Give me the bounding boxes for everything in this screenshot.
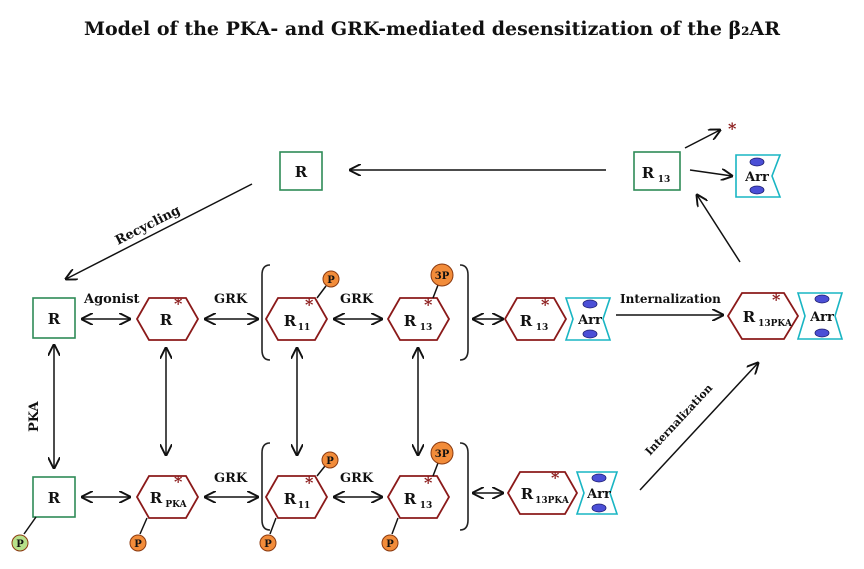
svg-text:P: P (16, 539, 24, 550)
svg-text:R: R (295, 163, 308, 181)
svg-text:11: 11 (298, 501, 311, 511)
svg-text:P: P (327, 275, 335, 286)
receptor-inactive: R (32, 297, 76, 339)
svg-text:P: P (326, 456, 334, 467)
bracket-right-bottom (459, 442, 469, 531)
svg-text:13: 13 (536, 323, 549, 333)
arrow-internalization-diag (639, 363, 758, 491)
svg-text:P: P (264, 539, 272, 550)
grk-label-4: GRK (340, 471, 374, 486)
svg-text:Arr: Arr (744, 170, 769, 185)
svg-text:*: * (772, 290, 781, 309)
diagram-title: Model of the PKA- and GRK-mediated desen… (83, 18, 781, 40)
receptor-rpka-hexagon: R PKA * P (129, 472, 200, 552)
phospho-grk-r11: P (316, 270, 340, 299)
svg-text:*: * (541, 295, 550, 314)
svg-text:13: 13 (420, 501, 433, 511)
bracket-left-top (261, 264, 271, 361)
svg-text:3P: 3P (435, 449, 450, 460)
receptor-active-hexagon: R * (135, 294, 200, 341)
svg-text:13PKA: 13PKA (535, 496, 570, 506)
svg-text:R: R (48, 489, 61, 507)
internalization-label-top: Internalization (620, 292, 721, 306)
svg-text:13: 13 (658, 175, 671, 185)
svg-text:*: * (174, 472, 183, 491)
receptor-r13-hexagon: R 13 * (386, 295, 451, 341)
receptor-r13-pka-hexagon: R 13 * 3P P (381, 441, 454, 552)
receptor-r13pka-arrestin-hexagon: R 13PKA * (726, 290, 800, 340)
svg-text:R: R (404, 312, 417, 330)
svg-text:R: R (284, 312, 297, 330)
grk-label-1: GRK (214, 292, 248, 307)
grk-label-3: GRK (214, 471, 248, 486)
arrow-to-star (684, 130, 720, 149)
arrow-to-arrestin (689, 170, 732, 176)
svg-text:R: R (520, 312, 533, 330)
svg-text:*: * (305, 295, 314, 314)
receptor-r13-released: R 13 (633, 151, 681, 191)
svg-text:13: 13 (420, 323, 433, 333)
receptor-r13-arrestin-hexagon: R 13 * (503, 295, 568, 341)
agonist-released-star: * (728, 119, 737, 138)
arrestin-released: Arr (735, 154, 782, 198)
grk-label-2: GRK (340, 292, 374, 307)
arrestin-bound-2: Arr (575, 471, 619, 515)
recycling-label: Recycling (113, 203, 183, 249)
svg-text:Arr: Arr (586, 487, 611, 502)
agonist-label: Agonist (83, 292, 140, 307)
arrow-complex-dissociation (697, 195, 741, 263)
svg-text:R: R (521, 485, 534, 503)
svg-text:PKA: PKA (165, 500, 187, 510)
svg-text:*: * (424, 295, 433, 314)
svg-text:*: * (551, 468, 560, 487)
svg-text:*: * (174, 294, 183, 313)
receptor-r11-pka-hexagon: R 11 * P P (259, 451, 339, 552)
svg-text:R: R (284, 490, 297, 508)
svg-text:11: 11 (298, 323, 311, 333)
svg-text:13PKA: 13PKA (758, 319, 793, 329)
svg-text:R: R (404, 490, 417, 508)
arrow-recycling (66, 183, 253, 279)
svg-text:R: R (743, 308, 756, 326)
svg-text:R: R (160, 311, 173, 329)
svg-text:R: R (150, 489, 163, 507)
svg-text:3P: 3P (435, 271, 450, 282)
receptor-pka-phosphorylated: R P (11, 476, 76, 552)
bracket-left-bottom (261, 442, 271, 531)
svg-text:*: * (305, 473, 314, 492)
phospho-grk-r13: 3P (430, 263, 454, 299)
arrestin-bound-internalized: Arr (796, 292, 844, 340)
svg-text:P: P (134, 539, 142, 550)
svg-text:R: R (48, 310, 61, 328)
svg-text:Arr: Arr (577, 313, 602, 328)
svg-text:P: P (386, 539, 394, 550)
bracket-right-top (459, 264, 469, 361)
arrestin-bound-1: Arr (564, 297, 612, 341)
svg-text:*: * (424, 473, 433, 492)
pka-label: PKA (27, 400, 42, 432)
receptor-r13pka-hexagon-bottom: R 13PKA * (506, 468, 579, 515)
receptor-r11-hexagon: R 11 * (264, 295, 329, 341)
receptor-recycled: R (279, 151, 323, 191)
svg-text:R: R (642, 164, 655, 182)
svg-text:Arr: Arr (809, 310, 834, 325)
